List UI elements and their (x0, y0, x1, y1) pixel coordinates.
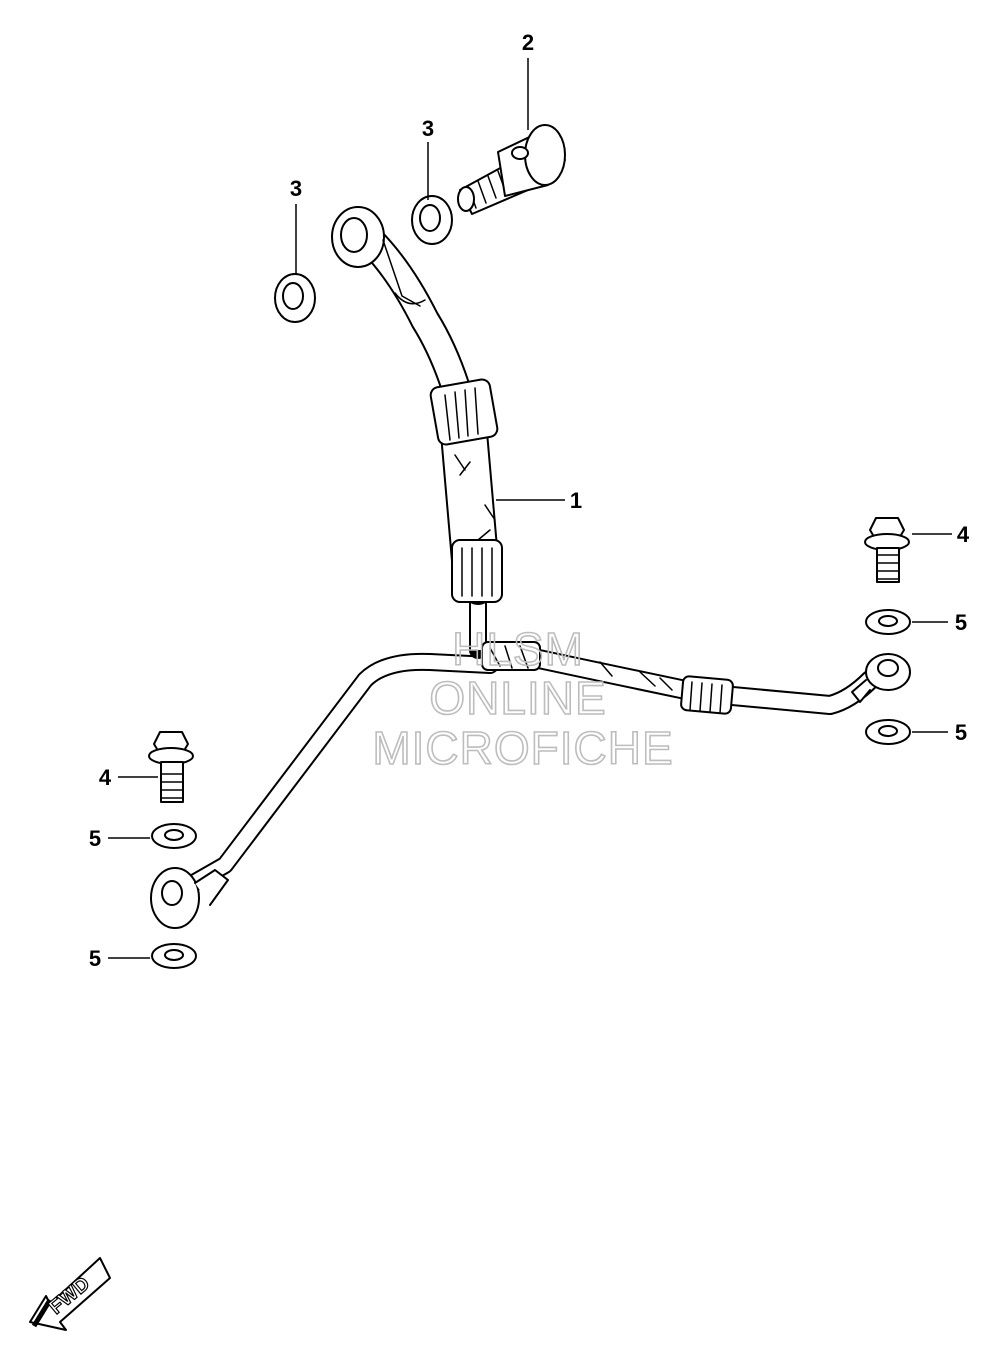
washer-left-upper (151, 823, 197, 849)
watermark-line-3: MICROFICHE (372, 722, 673, 774)
bolt-left (148, 731, 194, 803)
watermark: HLSM ONLINE MICROFICHE (372, 622, 674, 775)
bolt-right (864, 517, 910, 583)
watermark-line-2: ONLINE (429, 672, 606, 724)
watermark-line-1: HLSM (452, 623, 584, 675)
gasket-left (274, 273, 316, 323)
callout-5-left-lower: 5 (89, 946, 101, 971)
callout-4-left: 4 (99, 765, 112, 790)
callout-5-right-lower: 5 (955, 720, 967, 745)
washer-right-upper (865, 609, 911, 635)
callout-1: 1 (570, 488, 582, 513)
banjo-bolt (457, 124, 566, 215)
gasket-upper (411, 195, 453, 245)
oil-hose-assembly (150, 206, 911, 929)
callout-5-right-upper: 5 (955, 610, 967, 635)
washer-left-lower (151, 943, 197, 969)
callout-4-right: 4 (957, 522, 970, 547)
callout-3-upper: 3 (422, 116, 434, 141)
callout-2: 2 (522, 30, 534, 55)
fwd-arrow-icon: FWD (29, 1257, 111, 1331)
washer-right-lower (865, 719, 911, 745)
callout-3-left: 3 (290, 176, 302, 201)
leader-lines (108, 58, 952, 959)
callout-5-left-upper: 5 (89, 826, 101, 851)
